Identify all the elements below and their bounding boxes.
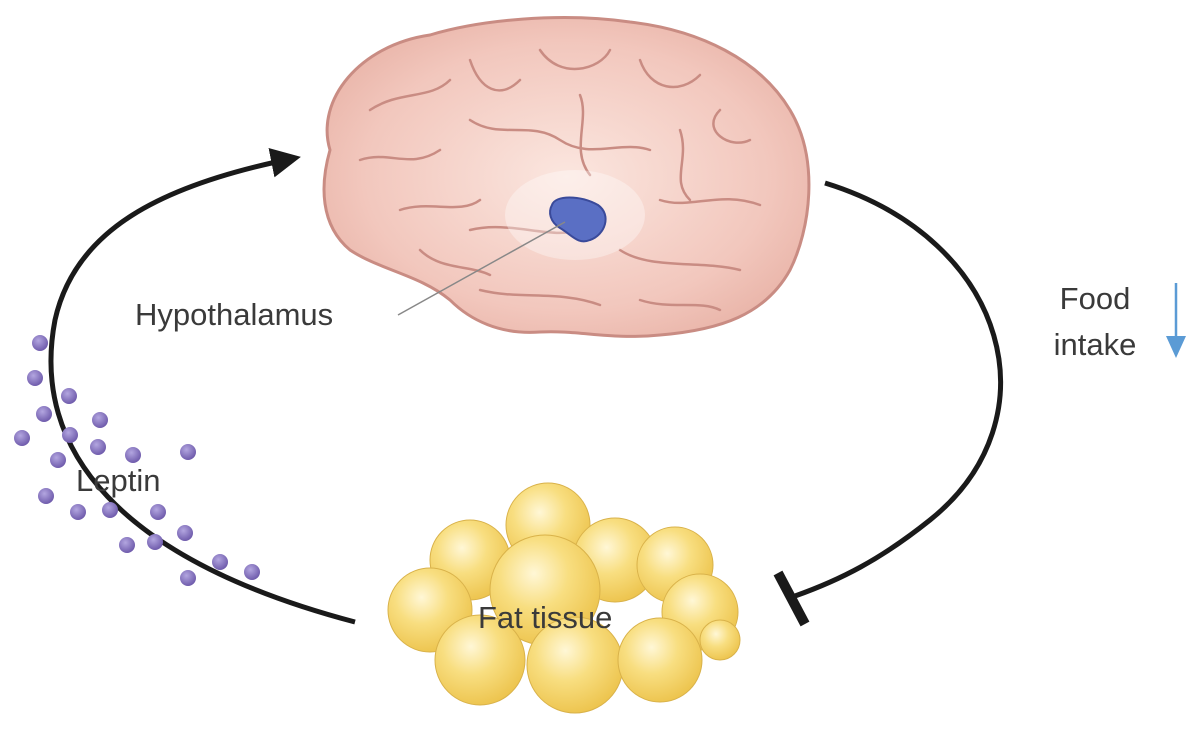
leptin-dot [38, 488, 54, 504]
leptin-label: Leptin [76, 463, 161, 498]
leptin-dot [50, 452, 66, 468]
leptin-dot [62, 427, 78, 443]
food-intake-line2: intake [1053, 327, 1137, 362]
hypothalamus-shape [549, 196, 607, 243]
fat-tissue-label: Fat tissue [478, 600, 613, 635]
hypothalamus-label: Hypothalamus [135, 297, 334, 332]
leptin-dot [36, 406, 52, 422]
leptin-dot [70, 504, 86, 520]
inhibition-bar [773, 570, 810, 627]
leptin-dot [27, 370, 43, 386]
arrow-down-icon [1166, 283, 1186, 358]
leptin-dot [180, 570, 196, 586]
leptin-dot [125, 447, 141, 463]
leptin-dot [119, 537, 135, 553]
leptin-particles [14, 335, 260, 586]
leptin-dot [32, 335, 48, 351]
food-intake-line1: Food [1059, 281, 1131, 316]
leptin-dot [212, 554, 228, 570]
hypothalamus-pointer-line [397, 221, 566, 316]
brain-to-fat-inhibition-line [794, 180, 1003, 599]
leptin-dot [150, 504, 166, 520]
leptin-to-brain-arrow [48, 148, 356, 625]
leptin-dot [14, 430, 30, 446]
leptin-dot [244, 564, 260, 580]
leptin-dot [177, 525, 193, 541]
food-intake-label: Food intake [1040, 276, 1150, 368]
leptin-dot [90, 439, 106, 455]
leptin-dot [147, 534, 163, 550]
fat-tissue-illustration [387, 482, 741, 714]
leptin-dot [92, 412, 108, 428]
brain-illustration [322, 16, 811, 338]
leptin-dot [61, 388, 77, 404]
leptin-dot [180, 444, 196, 460]
leptin-dot [102, 502, 118, 518]
